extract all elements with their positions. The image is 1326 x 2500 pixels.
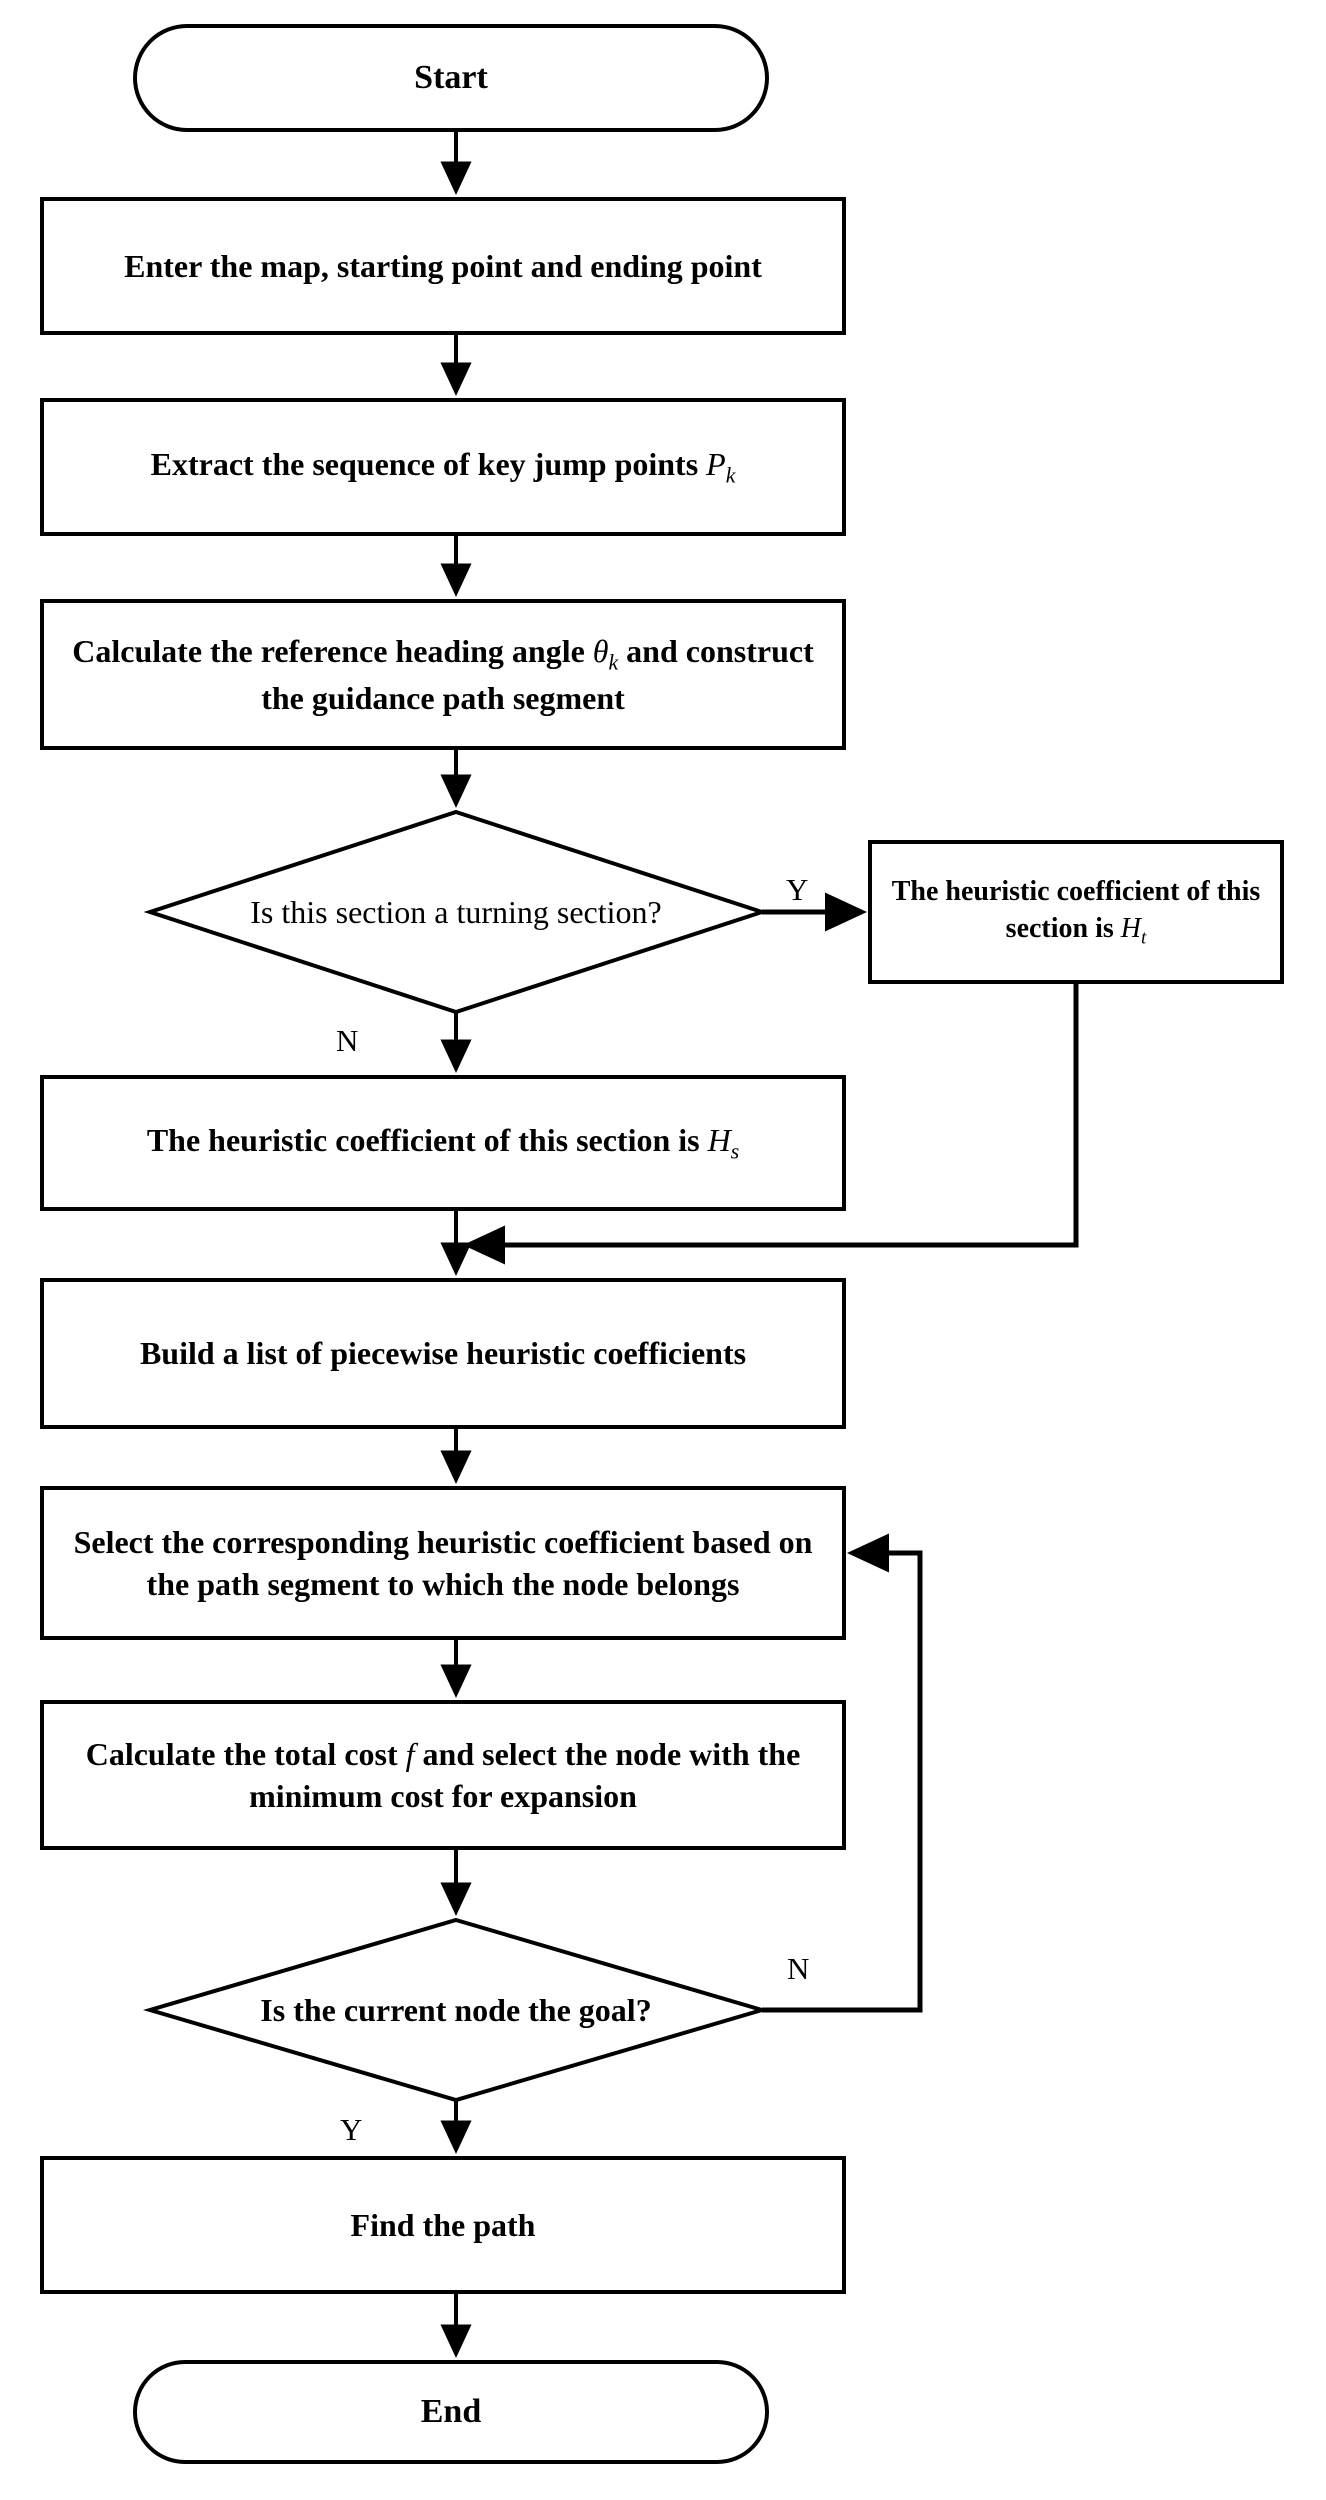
- node-end-shape[interactable]: [133, 2360, 769, 2464]
- node-coef-straight-shape[interactable]: [40, 1075, 846, 1211]
- node-build-list-shape[interactable]: [40, 1278, 846, 1429]
- node-find-path-shape[interactable]: [40, 2156, 846, 2294]
- node-turning-decision-shape[interactable]: [143, 809, 769, 1015]
- node-extract-jump-points-shape[interactable]: [40, 398, 846, 536]
- branch-label-goal-no: N: [787, 1951, 810, 1986]
- node-goal-decision-shape[interactable]: [142, 1917, 770, 2103]
- branch-label-turning-yes: Y: [786, 872, 809, 907]
- branch-label-goal-yes: Y: [340, 2112, 363, 2147]
- node-coef-turn-shape[interactable]: [868, 840, 1284, 984]
- node-input-map-shape[interactable]: [40, 197, 846, 335]
- edge-goal-no-feedback-to-select-coef: [762, 1533, 923, 2013]
- node-start-shape[interactable]: [133, 24, 769, 132]
- node-total-cost-shape[interactable]: [40, 1700, 846, 1850]
- node-select-coef-shape[interactable]: [40, 1486, 846, 1640]
- edge-coef-turn-to-merge: [463, 982, 1079, 1265]
- node-heading-angle-shape[interactable]: [40, 599, 846, 750]
- branch-label-turning-no: N: [336, 1023, 359, 1058]
